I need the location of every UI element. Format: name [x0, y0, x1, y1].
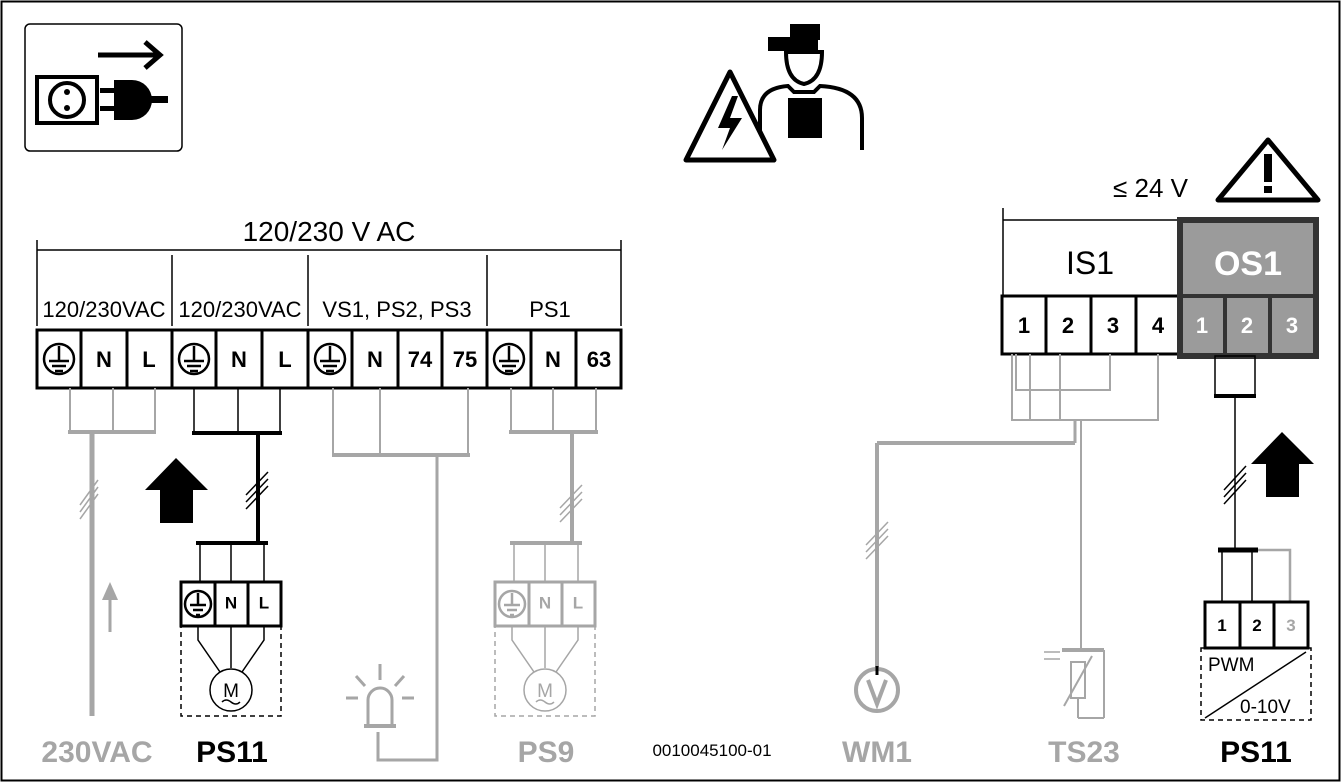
label-ps11-pwm: PS11: [1220, 736, 1292, 769]
terminal-label: N: [367, 347, 383, 372]
ground-icon: [42, 342, 526, 376]
terminal-label: L: [278, 347, 291, 372]
label-ps9-pump: PS9: [518, 736, 575, 769]
low-voltage-label: ≤ 24 V: [1113, 173, 1189, 203]
motor-label: M: [223, 681, 239, 702]
terminal-label: N: [231, 347, 247, 372]
pwm-terminal-label: 1: [1217, 616, 1226, 635]
electrician-warning-icon: [683, 24, 864, 163]
signal-lamp-icon: [346, 664, 414, 728]
terminal-label: 3: [1286, 313, 1298, 338]
wire-ps11: [192, 388, 282, 582]
terminal-label: 74: [408, 347, 433, 372]
group-label-1: 120/230VAC: [42, 297, 165, 322]
terminal-label: 75: [453, 347, 477, 372]
temperature-sensor-icon: [1044, 648, 1105, 719]
supply-bracket: [36, 240, 622, 326]
wire-lamp: [332, 388, 470, 762]
pwm-label: PWM: [1208, 655, 1254, 676]
terminal-label: 2: [1062, 313, 1074, 338]
is1-label: IS1: [1066, 245, 1114, 281]
wire-230vac: [68, 388, 156, 716]
wire-os1: [1214, 355, 1258, 602]
terminal-label: N: [96, 347, 112, 372]
motor-label: M: [537, 681, 553, 702]
supply-label: 120/230 V AC: [243, 216, 416, 247]
wire-ps9: [509, 388, 598, 582]
pump-motor-icon: [493, 580, 597, 717]
is1-terminal-strip: [1000, 294, 1182, 356]
wire-is1: [865, 354, 1159, 668]
volumetric-meter-icon: [854, 666, 900, 713]
terminal-label: N: [545, 347, 561, 372]
terminal-label: L: [142, 347, 155, 372]
pwm-terminal-label: 2: [1252, 616, 1261, 635]
label-wm1: WM1: [842, 736, 912, 769]
terminal-label: 63: [587, 347, 611, 372]
up-arrow-icon: [1251, 432, 1314, 497]
terminal-label: 3: [1107, 313, 1119, 338]
up-arrow-icon: [145, 458, 208, 523]
pump-terminal-label: N: [225, 593, 237, 612]
group-label-2: 120/230VAC: [178, 297, 301, 322]
terminal-label: 4: [1152, 313, 1165, 338]
pump-terminal-label: N: [539, 593, 551, 612]
power-plug-icon: [24, 23, 183, 152]
pump-motor-icon: [179, 580, 283, 717]
os1-label: OS1: [1214, 245, 1282, 283]
pump-terminal-label: L: [573, 593, 583, 612]
terminal-label: 1: [1018, 313, 1030, 338]
wire-os1-spare: [1258, 548, 1292, 602]
label-ts23: TS23: [1048, 736, 1120, 769]
label-230vac: 230VAC: [41, 736, 152, 769]
pump-terminal-label: L: [259, 593, 269, 612]
pwm-signal-icon: [1200, 600, 1312, 721]
terminal-label: 1: [1196, 313, 1208, 338]
main-terminal-strip: N L N L N 74 75 N 63: [35, 328, 623, 390]
group-label-3: VS1, PS2, PS3: [322, 297, 471, 322]
label-ps11-pump: PS11: [196, 736, 268, 769]
group-label-4: PS1: [529, 297, 571, 322]
terminal-label: 2: [1241, 313, 1253, 338]
volt-range-label: 0-10V: [1240, 697, 1291, 718]
pwm-terminal-label: 3: [1286, 616, 1295, 635]
caution-triangle-icon: [1215, 137, 1321, 203]
document-id: 0010045100-01: [652, 741, 771, 760]
